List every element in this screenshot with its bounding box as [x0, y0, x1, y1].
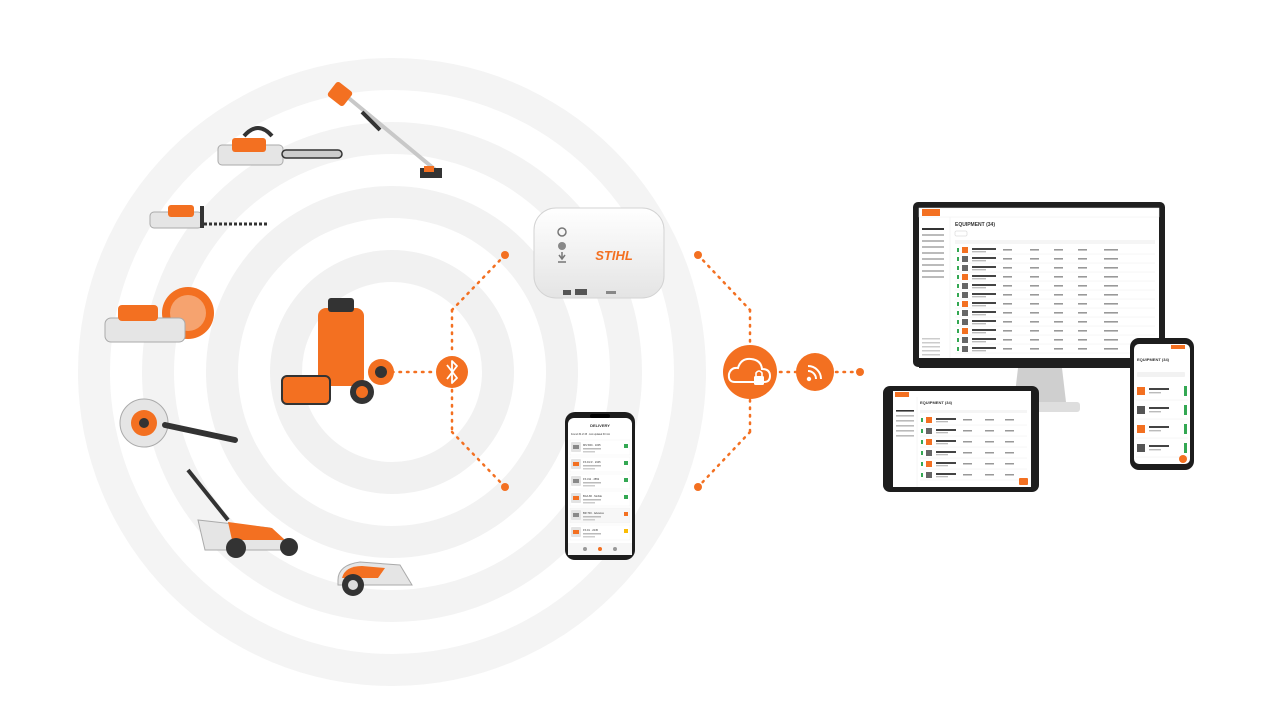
grass-trimmer-icon [327, 81, 442, 178]
table-row[interactable] [955, 310, 1155, 318]
phone-list-item-title: BGA 86 · Mobile [583, 494, 602, 498]
phone-header: DELIVERY [590, 423, 610, 428]
list-item[interactable] [1136, 386, 1188, 401]
status-indicator [624, 495, 628, 499]
table-row[interactable] [920, 428, 1027, 437]
leaf-blower-icon [119, 398, 238, 448]
table-row[interactable] [955, 274, 1155, 282]
phone-list-item-title: FS 91 · 2245 [583, 528, 599, 532]
gateway-brand-label: STIHL [595, 248, 633, 263]
phone-list-item[interactable]: BGA 86 · Mobile [569, 490, 631, 507]
download-icon [558, 252, 566, 263]
desktop-monitor: EQUIPMENT (34) [913, 202, 1165, 412]
phone-list-item[interactable]: FS 311 · 2852 [569, 473, 631, 490]
battery-pack-set-icon [281, 298, 394, 405]
bluetooth-icon [436, 356, 468, 388]
phone-subheader: Found 30 of 45 · List updated 30 min [571, 433, 611, 436]
tablet-table [896, 397, 1027, 487]
phone-list-item[interactable]: MS 500i · 1005 [569, 439, 631, 456]
table-row[interactable] [920, 417, 1027, 426]
robotic-mower-icon [337, 561, 413, 596]
table-row[interactable] [955, 247, 1155, 255]
table-row[interactable] [955, 265, 1155, 273]
desktop-table [922, 228, 1155, 356]
phone-list: MS 500i · 1005 FS 91 R · 2345 FS 311 · 285… [569, 439, 631, 541]
mobile-device: EQUIPMENT (34) [1130, 338, 1194, 470]
table-row[interactable] [920, 439, 1027, 448]
list-item[interactable] [1136, 405, 1188, 420]
table-row[interactable] [920, 472, 1027, 481]
power-icon [557, 227, 567, 237]
phone-list-item-title: FS 91 R · 2345 [583, 460, 601, 464]
cut-off-saw-icon [104, 287, 214, 343]
wifi-signal-icon [796, 353, 834, 391]
lawn-mower-icon [186, 468, 298, 558]
table-row[interactable] [955, 292, 1155, 300]
status-indicator [624, 529, 628, 533]
table-row[interactable] [955, 256, 1155, 264]
connection-lines [390, 253, 862, 489]
list-item[interactable] [1136, 424, 1188, 439]
list-item[interactable] [1136, 443, 1188, 458]
chainsaw-icon [217, 126, 343, 166]
phone-list-item[interactable]: FS 91 · 2245 [569, 524, 631, 541]
table-row[interactable] [955, 346, 1155, 354]
table-row[interactable] [955, 328, 1155, 336]
phone-list-item[interactable]: FS 91 R · 2345 [569, 456, 631, 473]
mobile-list [1136, 386, 1188, 458]
table-row[interactable] [955, 319, 1155, 327]
status-indicator [624, 461, 628, 465]
table-row[interactable] [955, 337, 1155, 345]
phone-list-item-title: MS 500i · 1005 [583, 443, 601, 447]
tablet-device: EQUIPMENT (34) [883, 386, 1039, 492]
phone-list-item[interactable]: BR 700 · Advance [569, 507, 631, 524]
cloud-lock-icon [723, 345, 777, 399]
table-row[interactable] [920, 461, 1027, 470]
mobile-title: EQUIPMENT (34) [1137, 357, 1170, 362]
phone-list-item-title: BR 700 · Advance [583, 511, 604, 515]
table-row[interactable] [955, 301, 1155, 309]
table-row[interactable] [920, 450, 1027, 459]
connection-endpoints [501, 251, 864, 491]
desktop-title: EQUIPMENT (34) [955, 222, 995, 228]
status-indicator [624, 512, 628, 516]
gateway-device: STIHL [533, 207, 665, 299]
tablet-title: EQUIPMENT (34) [920, 400, 953, 405]
tools [104, 81, 442, 596]
hedge-trimmer-icon [149, 205, 268, 229]
status-indicator [624, 478, 628, 482]
table-row[interactable] [955, 283, 1155, 291]
phone-list-item-title: FS 311 · 2852 [583, 477, 600, 481]
phone-device: DELIVERY Found 30 of 45 · List updated 3… [565, 412, 635, 560]
status-indicator [624, 444, 628, 448]
wifi-status-icon [558, 242, 566, 250]
